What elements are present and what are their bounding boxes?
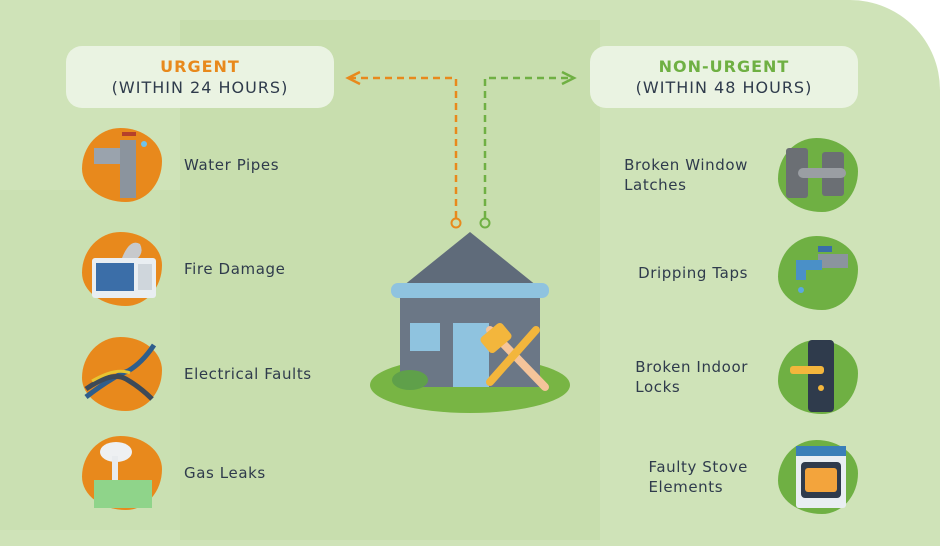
urgent-arrow — [350, 76, 458, 218]
gas-leak-icon — [82, 436, 162, 510]
urgent-subtitle: (WITHIN 24 HOURS) — [111, 78, 289, 97]
urgent-item-fire-damage: Fire Damage — [82, 232, 285, 306]
item-label: Electrical Faults — [184, 365, 312, 383]
non-urgent-arrow — [483, 76, 572, 218]
window-latch-icon — [778, 138, 858, 212]
dripping-tap-icon — [778, 236, 858, 310]
non-urgent-title: NON-URGENT — [658, 57, 790, 76]
non-urgent-arrowhead — [561, 70, 577, 86]
urgent-arrowhead — [345, 70, 361, 86]
urgent-item-electrical-faults: Electrical Faults — [82, 337, 312, 411]
electrical-wires-icon — [82, 337, 162, 411]
item-label: Dripping Taps — [638, 264, 748, 282]
stove-icon — [778, 440, 858, 514]
microwave-fire-icon — [82, 232, 162, 306]
non-urgent-item-dripping-taps: Dripping Taps — [638, 236, 858, 310]
urgent-title: URGENT — [160, 57, 240, 76]
urgent-header: URGENT (WITHIN 24 HOURS) — [66, 46, 334, 108]
house-repair-icon — [370, 232, 570, 413]
non-urgent-subtitle: (WITHIN 48 HOURS) — [635, 78, 813, 97]
urgent-item-gas-leaks: Gas Leaks — [82, 436, 266, 510]
urgent-item-water-pipes: Water Pipes — [82, 128, 279, 202]
water-pipe-icon — [82, 128, 162, 202]
non-urgent-header: NON-URGENT (WITHIN 48 HOURS) — [590, 46, 858, 108]
item-label: Gas Leaks — [184, 464, 266, 482]
item-label: Fire Damage — [184, 260, 286, 278]
item-label: Water Pipes — [184, 156, 280, 174]
door-lock-icon — [778, 340, 858, 414]
